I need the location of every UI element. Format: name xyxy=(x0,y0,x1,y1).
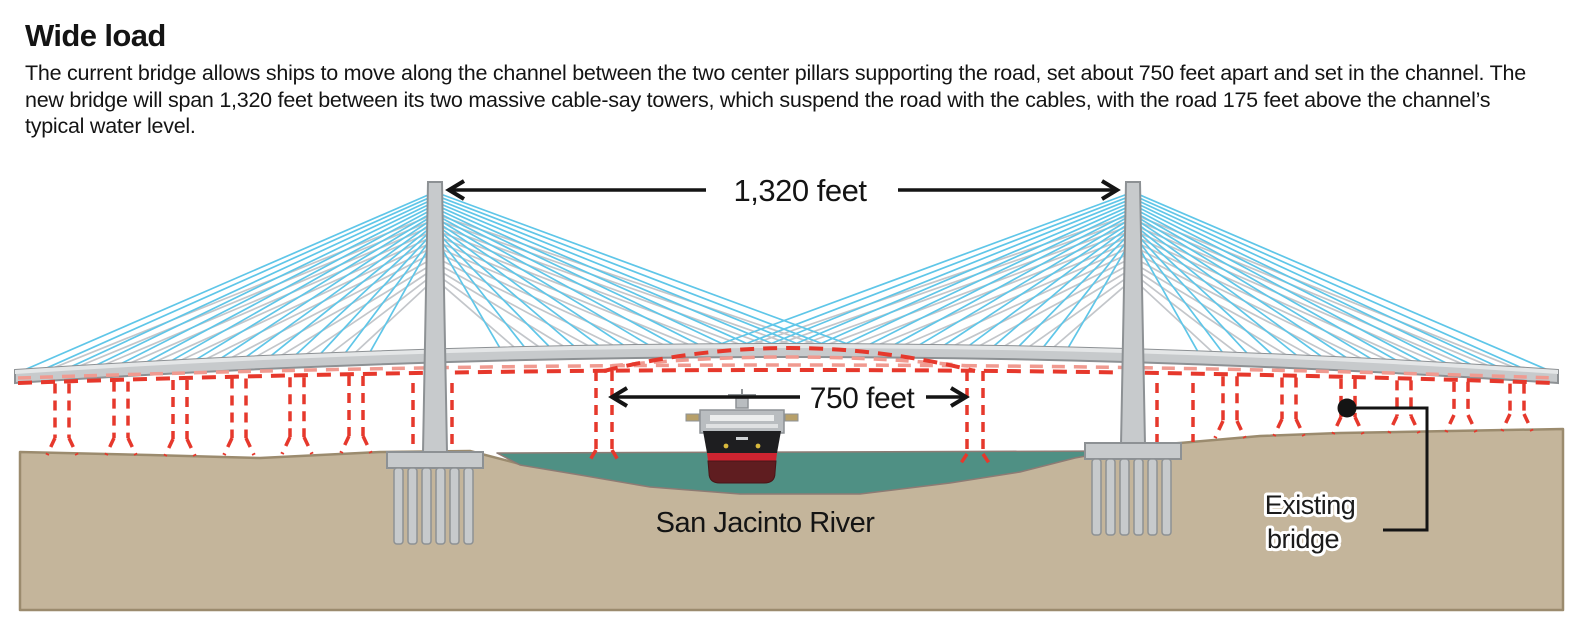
ship-upper-hull xyxy=(703,431,781,453)
channel-label: 750 feet xyxy=(810,382,916,415)
right-tower-piles xyxy=(1091,458,1172,536)
description-text: The current bridge allows ships to move … xyxy=(25,61,1526,139)
existing-bridge-callout: Existing bridge xyxy=(1262,398,1429,557)
span-label: 1,320 feet xyxy=(734,173,868,208)
ship xyxy=(685,389,799,484)
left-tower-piles xyxy=(393,467,474,545)
ship-stripe xyxy=(707,453,777,461)
channel-dimension: 750 feet xyxy=(608,382,970,415)
river-label: San Jacinto River xyxy=(656,507,876,539)
near-cable-plane xyxy=(14,191,1558,375)
ship-lower-hull xyxy=(707,460,777,484)
existing-bridge-label-line2: bridge xyxy=(1267,524,1339,554)
page-title: Wide load xyxy=(25,18,166,53)
right-tower xyxy=(1084,181,1182,536)
existing-bridge-outline xyxy=(17,346,1556,464)
span-dimension: 1,320 feet xyxy=(445,173,1121,208)
existing-bridge-label-line1: Existing xyxy=(1265,490,1356,520)
left-tower xyxy=(386,181,484,545)
deck-top-highlight xyxy=(15,344,1558,374)
bridge-diagram: 1,320 feet 750 feet San Jacinto River Ex… xyxy=(14,173,1565,612)
far-cable-plane xyxy=(36,213,1532,376)
ship-superstructure xyxy=(699,409,785,434)
